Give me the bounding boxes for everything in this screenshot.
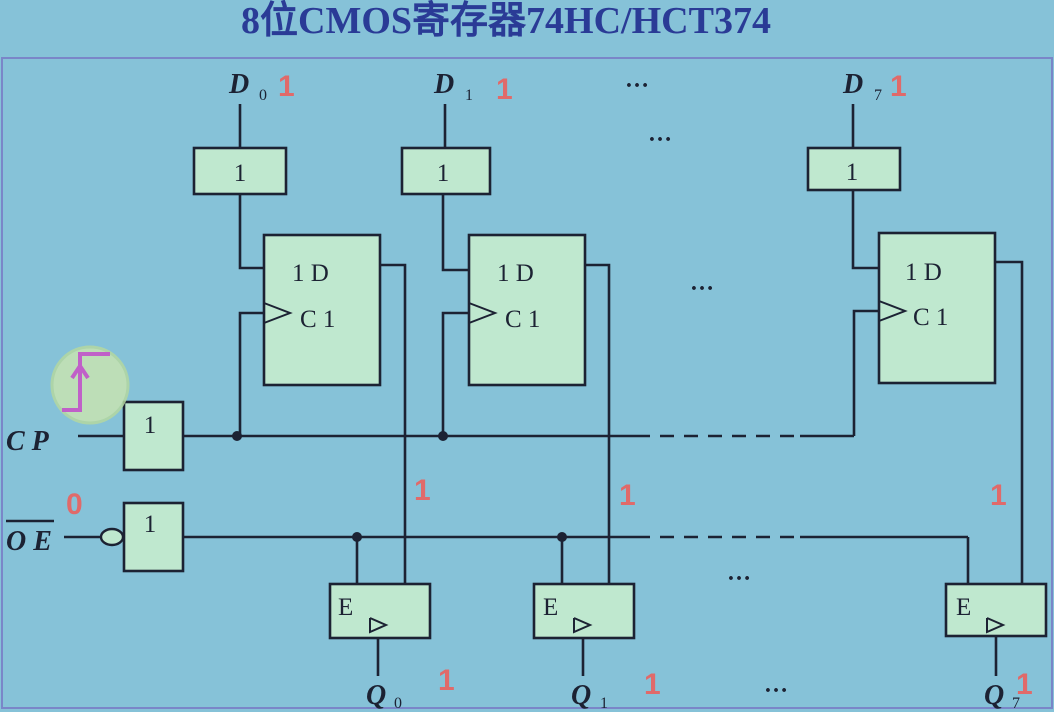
ellipsis-tristates: …: [727, 560, 751, 586]
output-label: Q: [984, 680, 1004, 711]
tristate-buffer: [328, 582, 432, 640]
rising-edge-icon: [50, 345, 130, 425]
input-subscript: 1: [465, 87, 473, 104]
ff-clock-label: C 1: [300, 306, 335, 333]
cp-buffer-label: 1: [144, 412, 157, 439]
input-buffer-label: 1: [234, 160, 247, 187]
tristate-triangle-icon: [573, 617, 593, 634]
output-label: Q: [366, 680, 386, 711]
input-label: D: [433, 69, 454, 100]
output-subscript: 7: [1012, 695, 1020, 712]
cp-buffer-gate: [122, 400, 185, 472]
tristate-triangle-icon: [986, 617, 1006, 634]
oe-value: 0: [66, 488, 83, 521]
buffer-to-ff-wire: [441, 194, 469, 272]
buffer-to-ff-wire: [238, 194, 264, 270]
diagram-frame: [1, 57, 1053, 709]
input-label: D: [228, 69, 249, 100]
bit-stage-7: D 7 1 1 1 D C 1 1 E Q 7 1: [806, 69, 1048, 712]
tristate-label: E: [543, 594, 558, 621]
clock-wire: [441, 311, 469, 436]
ff-data-label: 1 D: [497, 260, 534, 287]
input-subscript: 7: [874, 87, 882, 104]
ff-data-label: 1 D: [905, 259, 942, 286]
ff-clock-label: C 1: [505, 306, 540, 333]
ff-output-wire: [995, 260, 1024, 584]
diagram-title: 8位CMOS寄存器74HC/HCT374: [241, 0, 771, 42]
cp-junction: [232, 431, 242, 441]
cp-label: C P: [6, 426, 50, 457]
clock-wire: [238, 311, 264, 436]
internal-value: 1: [990, 479, 1007, 512]
bit-stage-0: D 0 1 1 1 D C 1 1 E Q 0 1: [192, 69, 455, 712]
clock-triangle-icon: [263, 302, 293, 324]
input-value: 1: [496, 73, 513, 106]
clock-triangle-icon: [468, 302, 498, 324]
input-buffer-label: 1: [846, 159, 859, 186]
input-subscript: 0: [259, 87, 267, 104]
input-value: 1: [278, 70, 295, 103]
tristate-label: E: [956, 594, 971, 621]
ff-output-wire: [380, 263, 407, 584]
output-value: 1: [644, 668, 661, 701]
tristate-label: E: [338, 594, 353, 621]
input-buffer-label: 1: [437, 160, 450, 187]
output-label: Q: [571, 680, 591, 711]
cp-junction: [438, 431, 448, 441]
ff-data-label: 1 D: [292, 260, 329, 287]
ellipsis-buffers: …: [648, 121, 672, 147]
output-value: 1: [1016, 668, 1033, 701]
inverter-bubble-icon: [99, 527, 125, 547]
input-buffer: [400, 146, 492, 196]
ellipsis-top: …: [625, 67, 649, 93]
ff-output-wire: [585, 263, 611, 584]
tristate-triangle-icon: [369, 617, 389, 634]
ellipsis-flipflops: …: [690, 270, 714, 296]
input-label: D: [842, 69, 863, 100]
clock-triangle-icon: [878, 300, 908, 322]
internal-value: 1: [619, 479, 636, 512]
oe-buffer-label: 1: [144, 511, 157, 538]
output-subscript: 1: [600, 695, 608, 712]
output-value: 1: [438, 664, 455, 697]
output-subscript: 0: [394, 695, 402, 712]
oe-buffer-gate: [122, 501, 185, 573]
bit-stage-1: D 1 1 1 1 D C 1 1 E Q 1 1: [400, 69, 661, 712]
input-buffer: [192, 146, 288, 196]
ellipsis-outputs: …: [764, 672, 788, 698]
input-value: 1: [890, 70, 907, 103]
ff-clock-label: C 1: [913, 304, 948, 331]
buffer-to-ff-wire: [851, 190, 879, 270]
clock-wire: [852, 309, 879, 436]
oe-label: O E: [6, 526, 52, 557]
internal-value: 1: [414, 474, 431, 507]
